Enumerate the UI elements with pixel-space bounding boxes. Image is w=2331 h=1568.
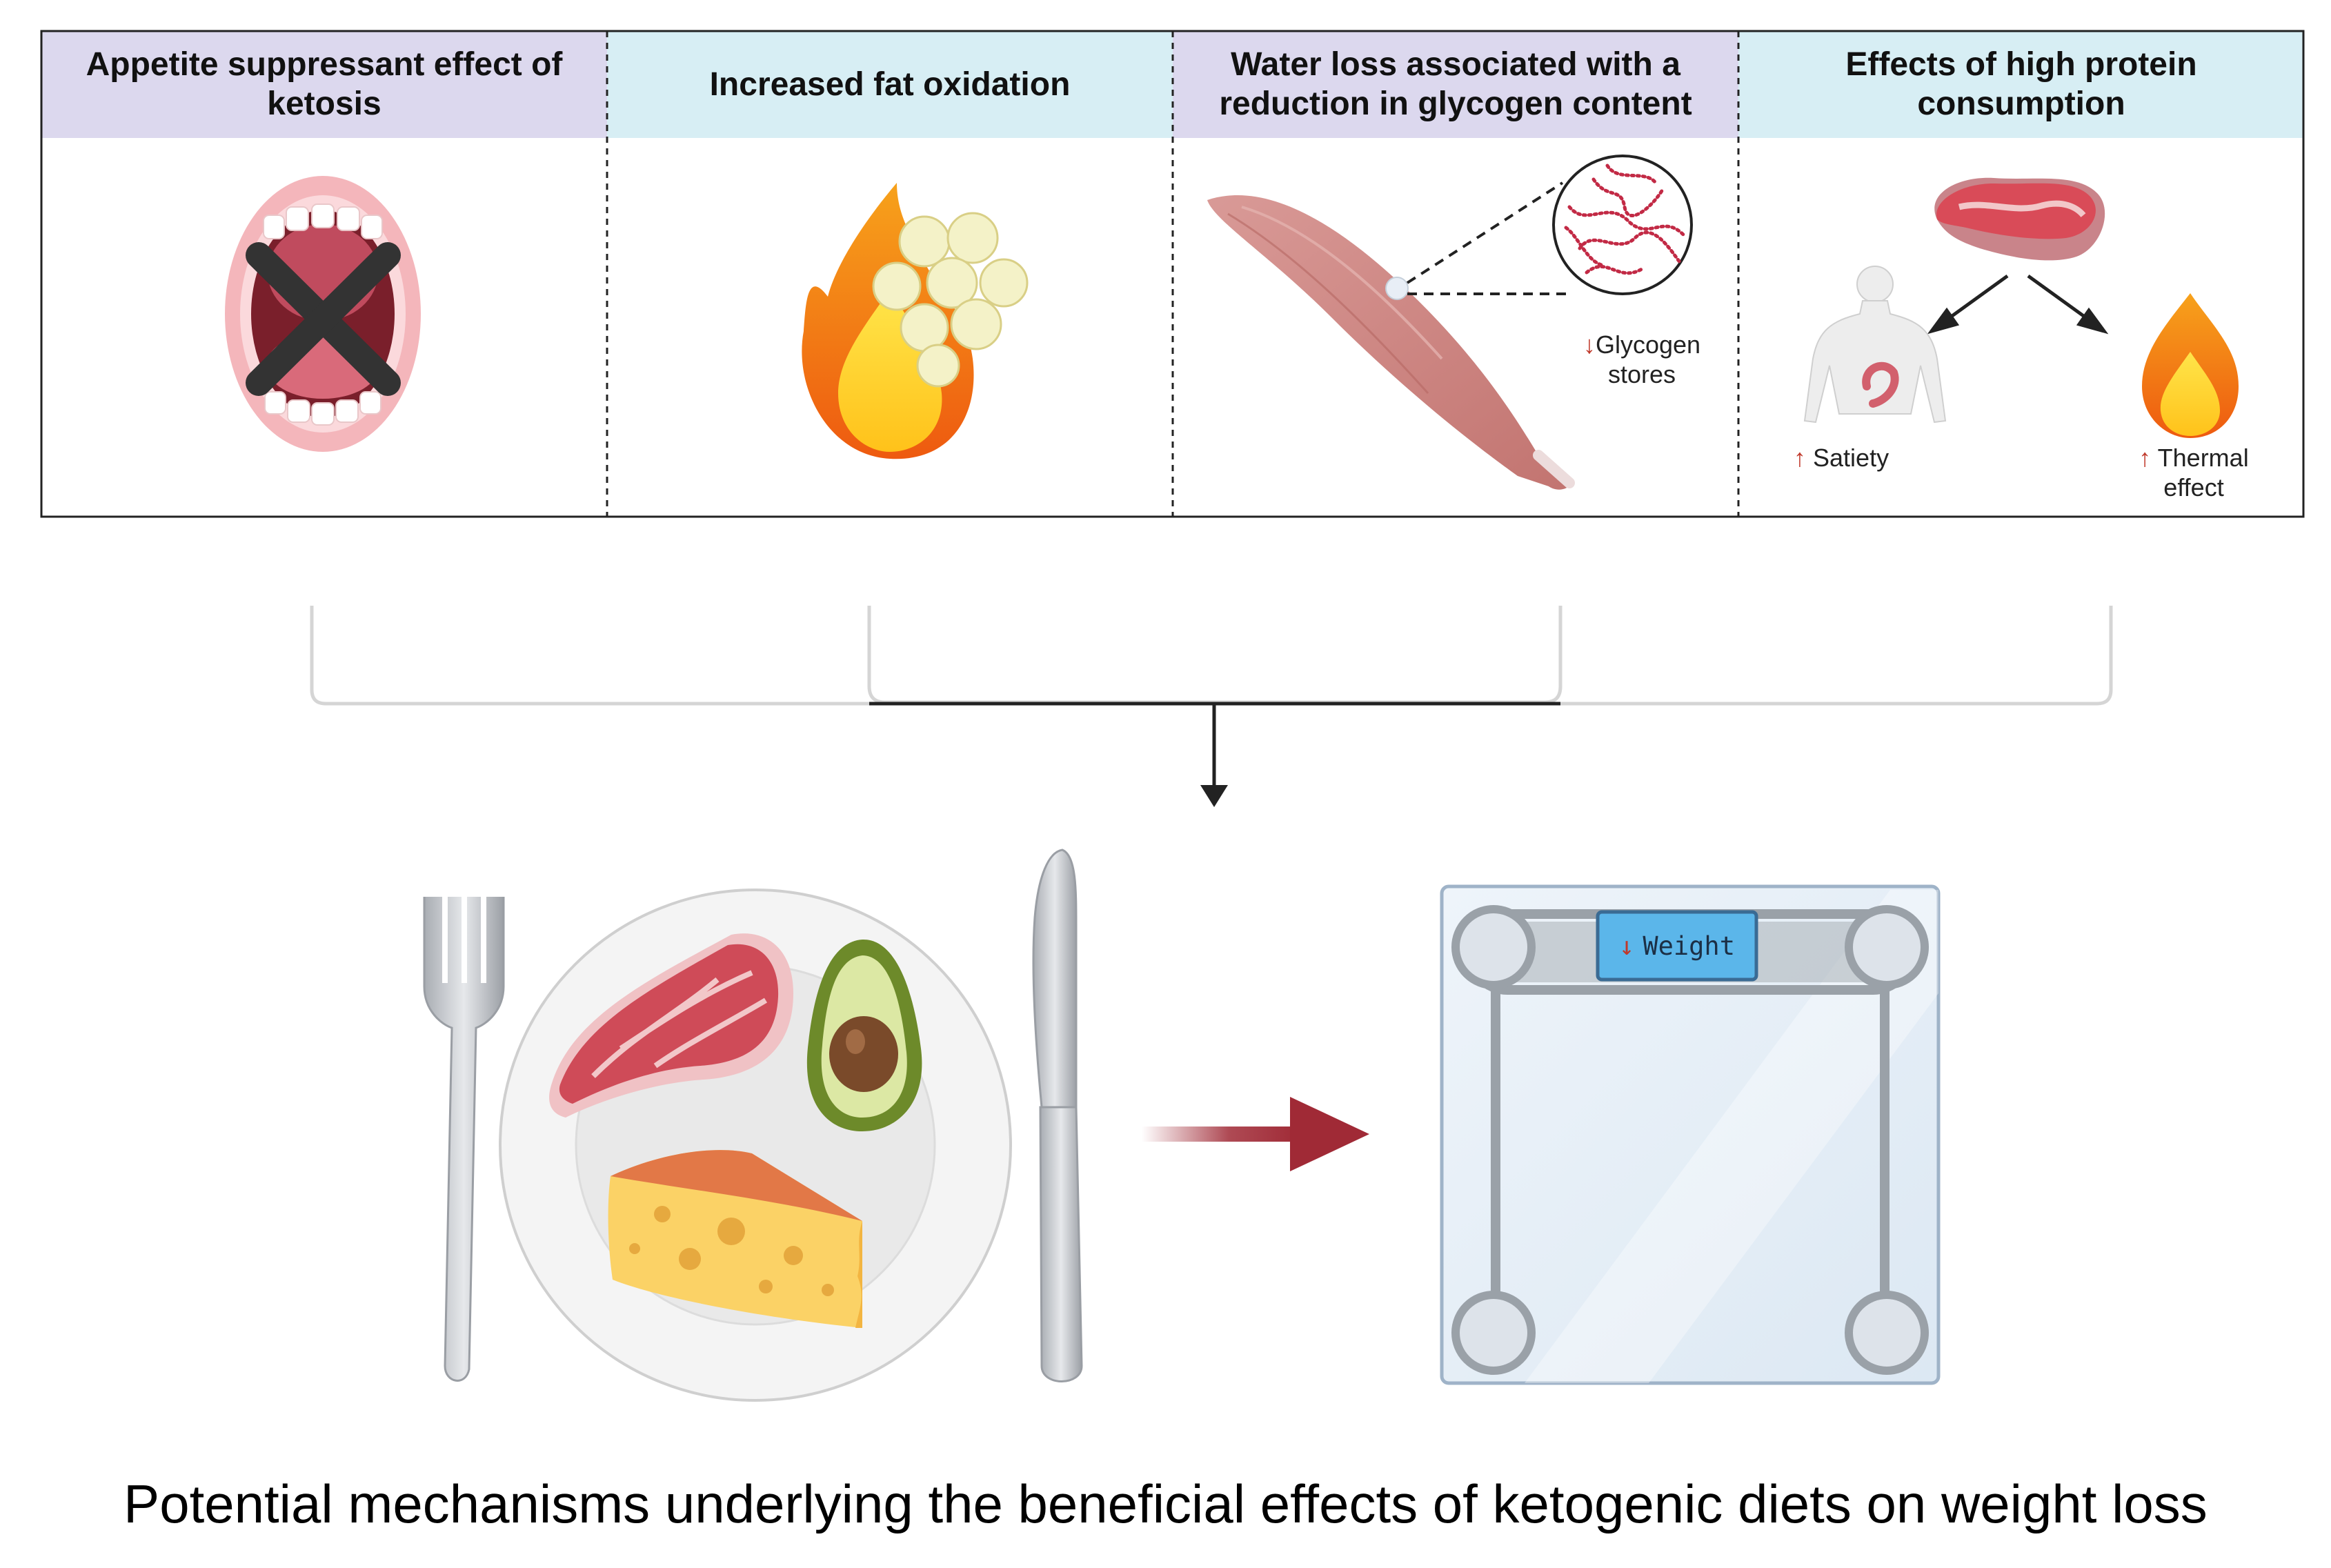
mechanisms-panel [40, 30, 2305, 518]
thermal-label-line2: effect [2163, 473, 2224, 502]
header-bg-4 [1738, 31, 2303, 138]
up-arrow-icon: ↑ [2139, 444, 2152, 472]
glycogen-stores-label: ↓Glycogen stores [1566, 330, 1718, 389]
header-bg-3 [1173, 31, 1738, 138]
scale-display: ↓ Weight [1598, 912, 1756, 980]
meat-on-plate-icon [549, 933, 793, 1118]
header-bg-2 [607, 31, 1173, 138]
human-body-icon [1803, 266, 1947, 424]
panel-heading-water-loss: Water loss associated with a reduction i… [1219, 46, 1692, 122]
thermal-label-line1: Thermal [2157, 444, 2249, 472]
fat-cells-fire-icon [802, 183, 1029, 459]
header-bg-1 [41, 31, 607, 138]
glycogen-label-line2: stores [1607, 360, 1676, 389]
panel-heading-protein: Effects of high protein consumption [1845, 46, 2197, 122]
satiety-label: ↑ Satiety [1794, 443, 1945, 473]
cheese-icon [608, 1150, 862, 1328]
panel-heading-appetite: Appetite suppressant effect of ketosis [86, 46, 563, 122]
scale-icon [1440, 884, 1941, 1385]
down-arrow-icon: ↓ [1583, 330, 1596, 359]
glycogen-label-line1: Glycogen [1595, 330, 1701, 359]
down-arrow-icon: ↓ [1619, 931, 1635, 961]
avocado-icon [806, 939, 922, 1131]
open-mouth-crossed-icon [225, 176, 421, 452]
scale-display-text: Weight [1643, 931, 1735, 961]
figure-caption: Potential mechanisms underlying the bene… [123, 1473, 2208, 1534]
thermal-effect-label: ↑ Thermal effect [2111, 443, 2277, 502]
bracket-connector [310, 606, 2113, 807]
panel-heading-fat-oxidation: Increased fat oxidation [709, 66, 1071, 103]
up-arrow-icon: ↑ [1794, 444, 1806, 472]
steak-icon [1934, 177, 2105, 261]
muscle-glycogen-icon [1207, 155, 1693, 490]
satiety-text: Satiety [1813, 444, 1889, 472]
flame-icon [2142, 293, 2239, 438]
fork-icon [423, 897, 505, 1382]
result-arrow [1142, 1097, 1369, 1171]
protein-arrows [1927, 274, 2109, 335]
knife-icon [1032, 848, 1083, 1382]
